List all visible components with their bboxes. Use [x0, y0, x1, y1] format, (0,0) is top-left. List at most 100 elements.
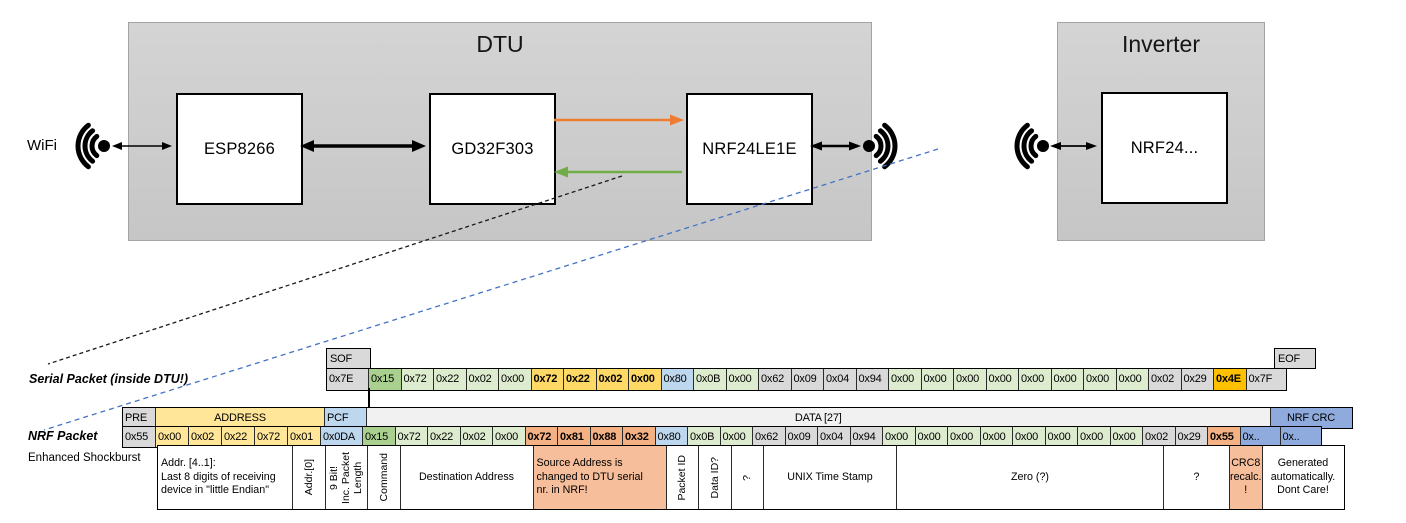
nrf-byte-cell: 0x00 [915, 427, 948, 447]
annotation-cell: ? [731, 446, 764, 509]
component-nrf24le1e: NRF24LE1E [686, 93, 813, 205]
serial-byte-cell: 0x00 [499, 369, 532, 390]
serial-byte-cell: 0x15 [369, 369, 402, 390]
serial-byte-cell: 0x00 [921, 369, 954, 390]
address-byte-cell: 0x01 [288, 427, 321, 447]
serial-byte-cell: 0x72 [401, 369, 434, 390]
serial-byte-cell: 0x02 [1149, 369, 1182, 390]
serial-byte-cell: 0x00 [1019, 369, 1052, 390]
address-byte-cell: 0x72 [255, 427, 288, 447]
serial-byte-cell: 0x29 [1181, 369, 1214, 390]
nrf-byte-cell: 0x81 [558, 427, 591, 447]
serial-byte-cell: 0x4E [1214, 369, 1247, 390]
nrf-byte-cell: 0x15 [363, 427, 396, 447]
inverter-group-box: Inverter NRF24... [1057, 22, 1265, 241]
nrf-byte-cell: 0x72 [525, 427, 558, 447]
serial-byte-cell: 0x00 [889, 369, 922, 390]
nrf-byte-cell: 0x00 [1045, 427, 1078, 447]
pcf-header-cell: PCF [325, 408, 367, 428]
annotation-vertical-text: Data ID? [708, 456, 721, 499]
pre-value-cell: 0x55 [123, 427, 156, 447]
nrf-byte-cell: 0x00 [1078, 427, 1111, 447]
annotation-cell: Zero (?) [897, 446, 1164, 509]
annotation-vertical-text: ? [741, 474, 754, 481]
serial-byte-cell: 0x02 [466, 369, 499, 390]
serial-byte-cell: 0x94 [856, 369, 889, 390]
sof-pcf-connector-line [367, 388, 370, 408]
annotation-cell: Destination Address [400, 446, 534, 509]
annotation-vertical-text: 9 Bit! Inc. Packet Length [328, 451, 365, 504]
nrf-byte-cell: 0x00 [948, 427, 981, 447]
annotation-cell: Command [368, 446, 401, 509]
nrf-byte-cell: 0x62 [753, 427, 786, 447]
annotation-cell: UNIX Time Stamp [764, 446, 897, 509]
address-byte-cell: 0x22 [222, 427, 255, 447]
sof-header-cell: SOF [326, 348, 371, 369]
address-byte-cell: 0x02 [189, 427, 222, 447]
nrf-crc-header-cell: NRF CRC [1270, 408, 1352, 428]
nrf-byte-cell: 0x00 [1013, 427, 1046, 447]
nrf-byte-cell: 0x88 [590, 427, 623, 447]
nrf-byte-cell: 0x04 [818, 427, 851, 447]
eof-header-cell: EOF [1274, 348, 1316, 369]
serial-byte-cell: 0x00 [1084, 369, 1117, 390]
nrf-crc-value-cell: 0x.. [1280, 427, 1321, 447]
address-header-cell: ADDRESS [156, 408, 325, 428]
serial-byte-cell: 0x72 [531, 369, 564, 390]
annotation-vertical-text: Packet ID [676, 454, 689, 501]
annotation-cell: Source Address is changed to DTU serial … [533, 446, 667, 509]
serial-byte-cell: 0x00 [986, 369, 1019, 390]
nrf-byte-cell: 0x55 [1208, 427, 1241, 447]
annotation-cell: ? [1164, 446, 1230, 509]
wifi-signal-icon-left [75, 122, 110, 170]
serial-byte-cell: 0x80 [661, 369, 694, 390]
nrf-byte-cell: 0x94 [850, 427, 883, 447]
serial-packet-label: Serial Packet (inside DTU!) [29, 372, 189, 386]
wifi-signal-icon-inverter [1014, 122, 1049, 170]
data-header-cell: DATA [27] [367, 408, 1271, 428]
nrf-byte-cell: 0x0B [688, 427, 721, 447]
serial-byte-cell: 0x22 [434, 369, 467, 390]
annotation-cell: Generated automatically. Dont Care! [1262, 446, 1344, 509]
nrf-byte-cell: 0x00 [493, 427, 526, 447]
nrf-byte-cell: 0x00 [883, 427, 916, 447]
component-esp8266: ESP8266 [176, 93, 303, 205]
annotation-cell: Addr.[0] [293, 446, 326, 509]
address-byte-cell: 0x00 [156, 427, 189, 447]
annotation-cell: Addr. [4..1]: Last 8 digits of receiving… [158, 446, 293, 509]
serial-byte-cell: 0x22 [564, 369, 597, 390]
nrf-byte-cell: 0x22 [428, 427, 461, 447]
serial-byte-cell: 0x04 [824, 369, 857, 390]
annotation-cell: Data ID? [699, 446, 732, 509]
wifi-label: WiFi [27, 137, 57, 154]
serial-byte-cell: 0x02 [596, 369, 629, 390]
serial-byte-cell: 0x0B [694, 369, 727, 390]
eof-value-cell: 0x7F [1246, 369, 1286, 390]
serial-byte-cell: 0x00 [1116, 369, 1149, 390]
nrf-byte-cell: 0x80 [655, 427, 688, 447]
annotation-cell: Packet ID [666, 446, 699, 509]
sof-value-cell: 0x7E [327, 369, 369, 390]
serial-byte-cell: 0x09 [791, 369, 824, 390]
nrf-crc-value-cell: 0x.. [1240, 427, 1281, 447]
nrf-byte-cell: 0x02 [1143, 427, 1176, 447]
serial-byte-cell: 0x00 [954, 369, 987, 390]
annotation-cell: 9 Bit! Inc. Packet Length [326, 446, 368, 509]
nrf-byte-cell: 0x02 [460, 427, 493, 447]
dtu-group-box: DTU ESP8266 GD32F303 NRF24LE1E [128, 22, 872, 241]
serial-byte-cell: 0x00 [726, 369, 759, 390]
component-nrf24: NRF24... [1101, 92, 1228, 204]
nrf-byte-cell: 0x00 [720, 427, 753, 447]
nrf-packet-label: NRF Packet [28, 429, 98, 443]
enhanced-shockburst-label: Enhanced Shockburst [28, 452, 141, 464]
annotation-cell: CRC8 recalc. ! [1230, 446, 1263, 509]
component-gd32f303: GD32F303 [429, 93, 556, 205]
pre-header-cell: PRE [123, 408, 156, 428]
nrf-byte-cell: 0x00 [1110, 427, 1143, 447]
nrf-byte-cell: 0x09 [785, 427, 818, 447]
inverter-title: Inverter [1122, 31, 1200, 57]
nrf-packet-annotation-row: Addr. [4..1]: Last 8 digits of receiving… [157, 445, 1345, 510]
